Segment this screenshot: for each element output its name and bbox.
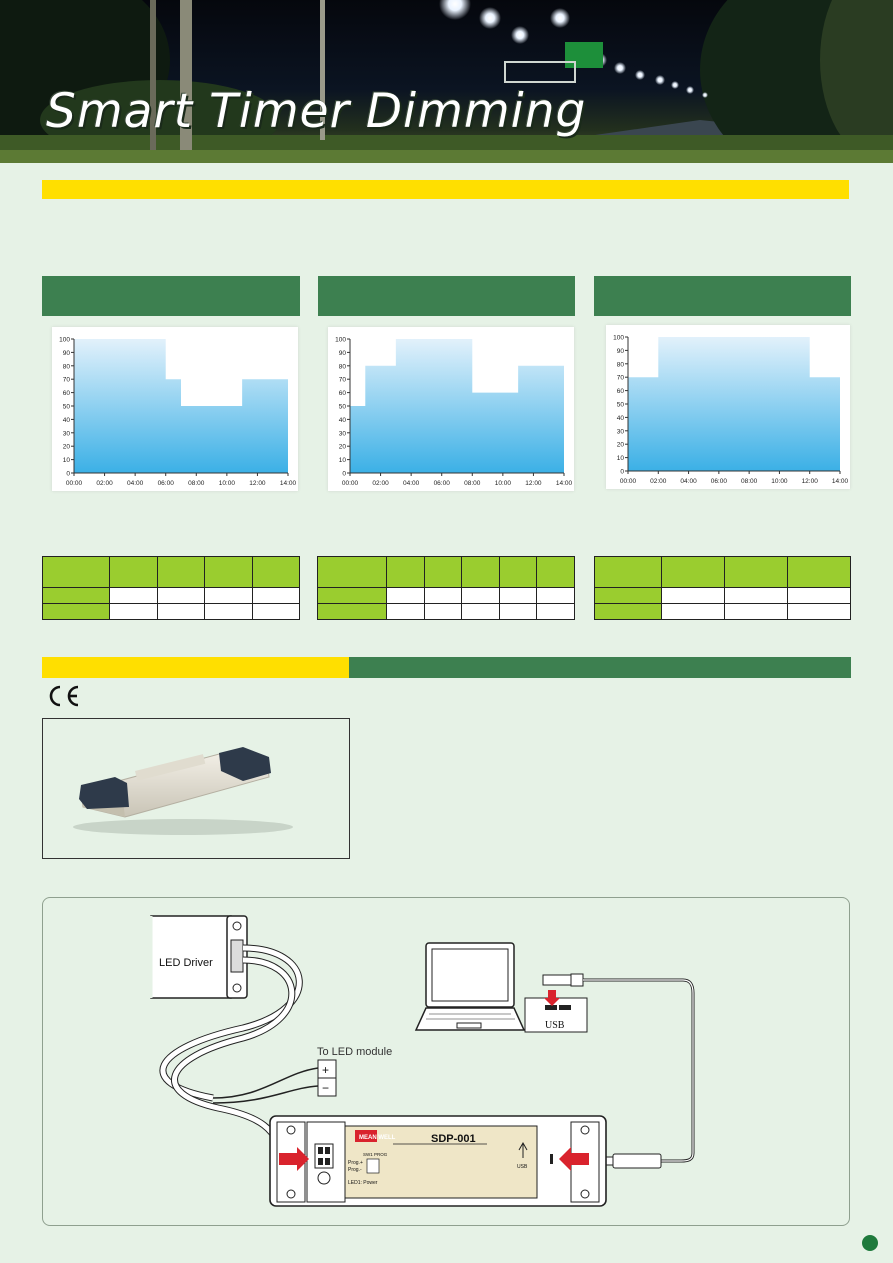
x-tick-label: 12:00 [802,478,819,485]
x-tick-label: 06:00 [434,480,451,487]
y-tick-label: 40 [339,417,347,424]
y-tick-label: 60 [617,388,625,395]
dimming-area-series [628,337,840,471]
x-tick-label: 06:00 [158,480,175,487]
ce-mark-icon [44,684,84,715]
x-tick-label: 10:00 [771,478,788,485]
prog-minus-label: Prog.- [348,1167,362,1173]
x-tick-label: 08:00 [741,478,758,485]
y-tick-label: 50 [339,404,347,411]
arrow-right-icon [279,1147,309,1171]
x-tick-label: 08:00 [188,480,205,487]
y-tick-label: 80 [617,361,625,368]
y-tick-label: 20 [617,442,625,449]
y-tick-label: 60 [339,390,347,397]
usb-port-label: USB [545,1020,565,1031]
led1-label: LED1: Power [348,1180,378,1186]
section-bar-yellow-2 [42,657,349,678]
x-tick-label: 00:00 [342,480,359,487]
y-tick-label: 80 [63,363,71,370]
y-tick-label: 60 [63,390,71,397]
x-tick-label: 00:00 [66,480,83,487]
header-banner: Smart Timer Dimming [0,0,893,163]
mean-well-logo-text: MEAN WELL [359,1135,396,1141]
y-tick-label: 20 [339,444,347,451]
x-tick-label: 04:00 [403,480,420,487]
y-tick-label: 0 [66,471,70,478]
panel-header-3 [594,276,851,316]
y-tick-label: 70 [617,375,625,382]
x-tick-label: 02:00 [96,480,113,487]
led-driver-label: LED Driver [159,957,213,969]
y-tick-label: 50 [63,404,71,411]
x-tick-label: 10:00 [219,480,236,487]
wiring-diagram: LED Driver + − To LED module USB [149,915,695,1207]
panel-header-1 [42,276,300,316]
y-tick-label: 70 [339,377,347,384]
y-tick-label: 80 [339,363,347,370]
y-tick-label: 100 [613,335,624,342]
wiring-diagram-box: LED Driver + − To LED module USB [42,897,850,1226]
y-tick-label: 30 [617,428,625,435]
y-tick-label: 50 [617,402,625,409]
y-tick-label: 100 [335,337,346,344]
schedule-table-3 [594,556,851,620]
section-bar-green [349,657,851,678]
x-tick-label: 02:00 [372,480,389,487]
x-tick-label: 12:00 [249,480,266,487]
x-tick-label: 02:00 [650,478,667,485]
x-tick-label: 08:00 [464,480,481,487]
product-photo-box [42,718,350,859]
y-tick-label: 0 [342,471,346,478]
arrow-left-icon [559,1147,589,1171]
y-tick-label: 90 [617,348,625,355]
usb-small-label: USB [517,1164,528,1170]
dimming-area-series [74,339,288,473]
page-indicator-dot [862,1235,878,1251]
x-tick-label: 10:00 [495,480,512,487]
x-tick-label: 06:00 [711,478,728,485]
y-tick-label: 90 [63,350,71,357]
y-tick-label: 90 [339,350,347,357]
schedule-table-2 [317,556,575,620]
y-tick-label: 70 [63,377,71,384]
x-tick-label: 04:00 [127,480,144,487]
y-tick-label: 30 [63,430,71,437]
sw-label: SW1 PROG [363,1152,388,1157]
street-night-photo [0,0,893,163]
terminal-minus: − [322,1081,329,1095]
y-tick-label: 10 [339,457,347,464]
to-led-module-label: To LED module [317,1046,392,1058]
prog-plus-label: Prog.+ [348,1160,363,1166]
y-tick-label: 10 [617,455,625,462]
y-tick-label: 40 [63,417,71,424]
x-tick-label: 14:00 [832,478,849,485]
y-tick-label: 40 [617,415,625,422]
dimming-area-series [350,339,564,473]
banner-title: Smart Timer Dimming [46,84,587,139]
x-tick-label: 14:00 [556,480,573,487]
panel-header-2 [318,276,575,316]
x-tick-label: 14:00 [280,480,297,487]
section-bar-yellow [42,180,849,199]
y-tick-label: 100 [59,337,70,344]
terminal-plus: + [322,1063,329,1077]
schedule-table-1 [42,556,300,620]
y-tick-label: 30 [339,430,347,437]
y-tick-label: 0 [620,469,624,476]
device-model-label: SDP-001 [431,1133,476,1145]
x-tick-label: 00:00 [620,478,637,485]
x-tick-label: 12:00 [525,480,542,487]
sdp-001-product-photo [73,747,293,835]
x-tick-label: 04:00 [680,478,697,485]
y-tick-label: 20 [63,444,71,451]
y-tick-label: 10 [63,457,71,464]
